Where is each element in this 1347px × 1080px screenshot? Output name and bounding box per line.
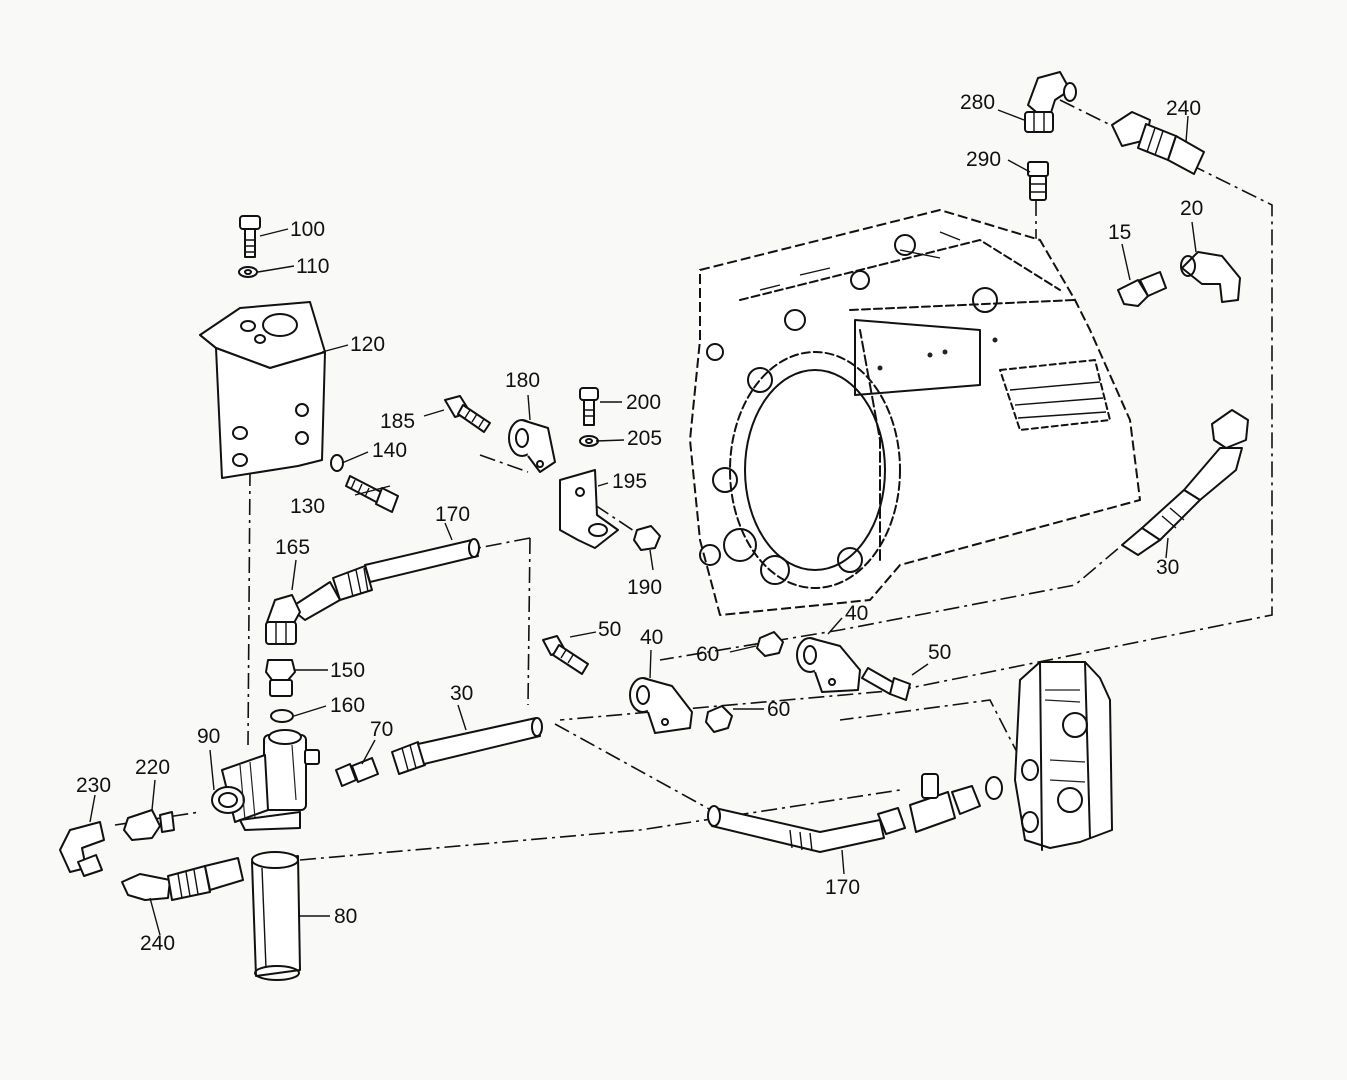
callout-50-left: 50 (598, 618, 621, 641)
o-ring-160 (270, 709, 294, 723)
callout-50-right: 50 (928, 641, 951, 664)
nipple-290 (1027, 161, 1049, 201)
nut-60-right (756, 631, 784, 657)
callout-labels: 100 110 120 130 140 180 185 200 205 195 … (76, 91, 1203, 955)
callout-40-right: 40 (845, 602, 868, 625)
callout-170-upper: 170 (435, 503, 470, 526)
callout-130: 130 (290, 495, 325, 518)
callout-220: 220 (135, 756, 170, 779)
callout-190: 190 (627, 576, 662, 599)
callout-20: 20 (1180, 197, 1203, 220)
callout-170-lower: 170 (825, 876, 860, 899)
leader-lines (89, 109, 1197, 936)
callout-60-upper: 60 (696, 643, 719, 666)
callout-70: 70 (370, 718, 393, 741)
callout-150: 150 (330, 659, 365, 682)
bolt-185 (444, 395, 491, 433)
washer-205 (579, 435, 599, 447)
callout-165: 165 (275, 536, 310, 559)
fitting-220 (123, 809, 175, 841)
callout-185: 185 (380, 410, 415, 433)
adapter-15 (1117, 271, 1167, 307)
hose-240-upper (1111, 111, 1205, 175)
callout-100: 100 (290, 218, 325, 241)
callout-90: 90 (197, 725, 220, 748)
bracket-195 (559, 469, 619, 549)
callout-30-lower: 30 (450, 682, 473, 705)
center-lines (114, 99, 1273, 861)
callout-240-upper: 240 (1166, 97, 1201, 120)
nut-190 (633, 525, 661, 551)
callout-280: 280 (960, 91, 995, 114)
nut-60-left (705, 705, 733, 733)
bolt-200 (579, 387, 599, 426)
callout-230: 230 (76, 774, 111, 797)
callout-110: 110 (296, 255, 329, 278)
fitting-70 (335, 757, 379, 787)
elbow-230 (59, 821, 105, 877)
callout-60-lower: 60 (767, 698, 790, 721)
clamp-180 (508, 419, 556, 473)
control-valve-block (1014, 661, 1113, 851)
hose-240-lower (121, 857, 244, 901)
callout-180: 180 (505, 369, 540, 392)
hose-170-upper (289, 538, 480, 621)
bolt-130 (345, 475, 399, 513)
callout-205: 205 (627, 427, 662, 450)
hose-30-right (1121, 409, 1249, 556)
callout-15: 15 (1108, 221, 1131, 244)
elbow-280 (1024, 71, 1077, 133)
callout-140: 140 (372, 439, 407, 462)
callout-40-left: 40 (640, 626, 663, 649)
clamp-40-right (796, 637, 861, 693)
bolt-50-left (542, 635, 589, 675)
filter-head-90 (211, 729, 320, 831)
clamp-40-left (629, 677, 693, 734)
tee-fitting (909, 773, 1003, 833)
washer-140 (330, 454, 344, 472)
hose-170-lower (707, 805, 906, 853)
callout-80: 80 (334, 905, 357, 928)
callout-290: 290 (966, 148, 1001, 171)
washer-110 (238, 266, 258, 278)
callout-120: 120 (350, 333, 385, 356)
callout-195: 195 (612, 470, 647, 493)
callout-200: 200 (626, 391, 661, 414)
mounting-bracket (199, 301, 326, 479)
hose-30-lower (391, 717, 543, 775)
bolt-100 (239, 215, 261, 258)
bolt-50-right (861, 667, 911, 701)
transmission-housing (689, 209, 1141, 616)
elbow-165 (265, 594, 301, 645)
adapter-150 (265, 659, 296, 697)
elbow-20 (1180, 251, 1241, 303)
filter-cartridge-80 (251, 851, 301, 981)
callout-240-lower: 240 (140, 932, 175, 955)
callout-160: 160 (330, 694, 365, 717)
callout-30-right: 30 (1156, 556, 1179, 579)
